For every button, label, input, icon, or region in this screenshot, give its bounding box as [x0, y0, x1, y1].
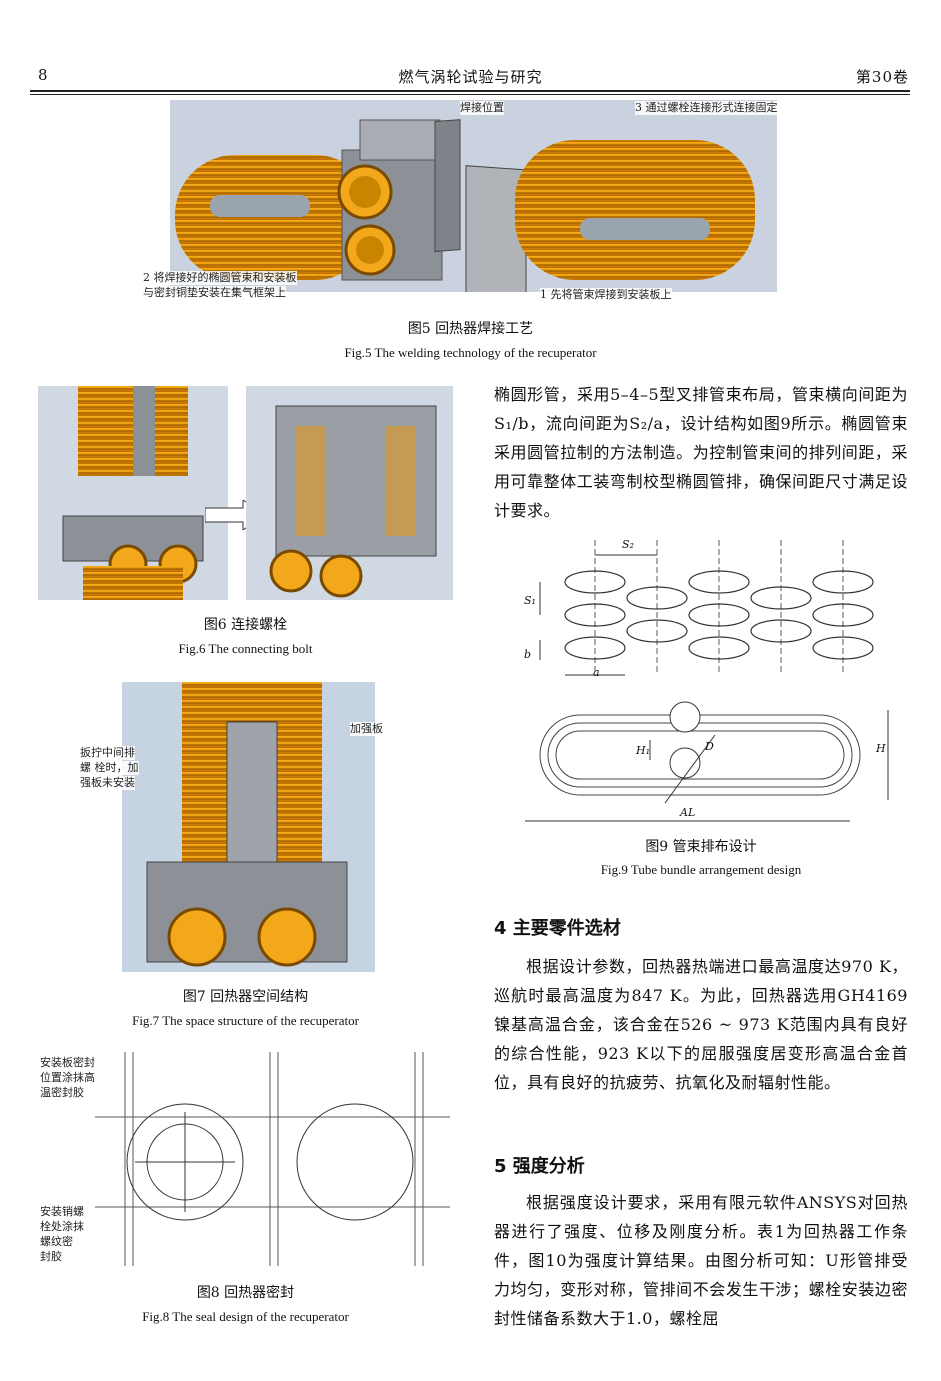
section-5-title: 5 强度分析: [494, 1156, 585, 1177]
left-tube-bundle: [175, 155, 375, 280]
fig9-diagram: [520, 535, 890, 825]
fig6-left-image: [38, 386, 228, 600]
fig8-top-line2: 位置涂抹高: [40, 1071, 95, 1085]
fig7-caption-cn: 图7 回热器空间结构: [182, 989, 309, 1005]
header-rule: [30, 90, 910, 92]
fig7-caption-en: Fig.7 The space structure of the recuper…: [132, 1013, 359, 1028]
fig9-label-a: a: [593, 666, 600, 679]
fig9-caption-cn: 图9 管束排布设计: [645, 839, 757, 855]
header-rule-thin: [30, 94, 910, 95]
fig8-bot-line3: 螺纹密: [40, 1235, 73, 1249]
fig5-caption-cn: 图5 回热器焊接工艺: [407, 321, 534, 337]
fig8-caption-en: Fig.8 The seal design of the recuperator: [142, 1309, 349, 1324]
fig9-label-h: H: [876, 742, 886, 755]
fig5-step2-line2: 与密封铜垫安装在集气框架上: [143, 286, 286, 300]
fig7-image: [122, 682, 375, 972]
fig7-right-label: 加强板: [350, 722, 383, 736]
fig6-caption-cn: 图6 连接螺栓: [203, 617, 288, 633]
section-5-text: 根据强度设计要求，采用有限元软件ANSYS对回热器进行了强度、位移及刚度分析。表…: [494, 1193, 908, 1328]
fig9-label-s1: S₁: [524, 594, 536, 607]
fig9-label-h1: H₁: [636, 744, 651, 757]
section-4-title: 4 主要零件选材: [494, 918, 621, 939]
fig9-caption-en: Fig.9 Tube bundle arrangement design: [600, 862, 802, 877]
fig8-bot-line4: 封胶: [40, 1250, 62, 1264]
fig7-left-line2: 螺 栓时，加: [80, 761, 139, 775]
volume-label: 第30卷: [855, 68, 909, 86]
fig6-right-image: [246, 386, 453, 600]
fig9-label-al: AL: [680, 806, 696, 819]
fig8-image: [95, 1052, 450, 1266]
fig7-left-line3: 强板未安装: [80, 776, 135, 790]
fig9-label-b: b: [524, 648, 532, 661]
fig5-step2-line1: 2 将焊接好的椭圆管束和安装板: [143, 271, 297, 285]
fig5-step1-label: 1 先将管束焊接到安装板上: [540, 288, 672, 302]
fig8-top-line1: 安装板密封: [40, 1056, 95, 1070]
fig8-bot-line1: 安装销螺: [40, 1205, 84, 1219]
fig9-label-d: D: [705, 740, 714, 753]
fig8-top-line3: 温密封胶: [40, 1086, 84, 1100]
page-number: 8: [38, 66, 49, 84]
fig5-bolt-fix-label: 3 通过螺栓连接形式连接固定: [635, 101, 778, 115]
fig5-image: [170, 100, 777, 292]
journal-title: 燃气涡轮试验与研究: [398, 68, 543, 86]
fig5-caption-en: Fig.5 The welding technology of the recu…: [344, 345, 597, 360]
section-4-text: 根据设计参数，回热器热端进口最高温度达970 K，巡航时最高温度为847 K。为…: [494, 957, 908, 1092]
intro-paragraph: 椭圆形管，采用5–4–5型叉排管束布局，管束横向间距为S₁/b，流向间距为S₂/…: [494, 385, 908, 520]
fig9-label-s2: S₂: [622, 538, 634, 551]
fig6-caption-en: Fig.6 The connecting bolt: [178, 641, 313, 656]
fig8-bot-line2: 栓处涂抹: [40, 1220, 84, 1234]
fig5-weld-position-label: 焊接位置: [460, 101, 504, 115]
fig7-left-line1: 扳拧中间排: [80, 746, 135, 760]
fig8-caption-cn: 图8 回热器密封: [196, 1285, 295, 1301]
right-tube-bundle: [515, 140, 755, 280]
